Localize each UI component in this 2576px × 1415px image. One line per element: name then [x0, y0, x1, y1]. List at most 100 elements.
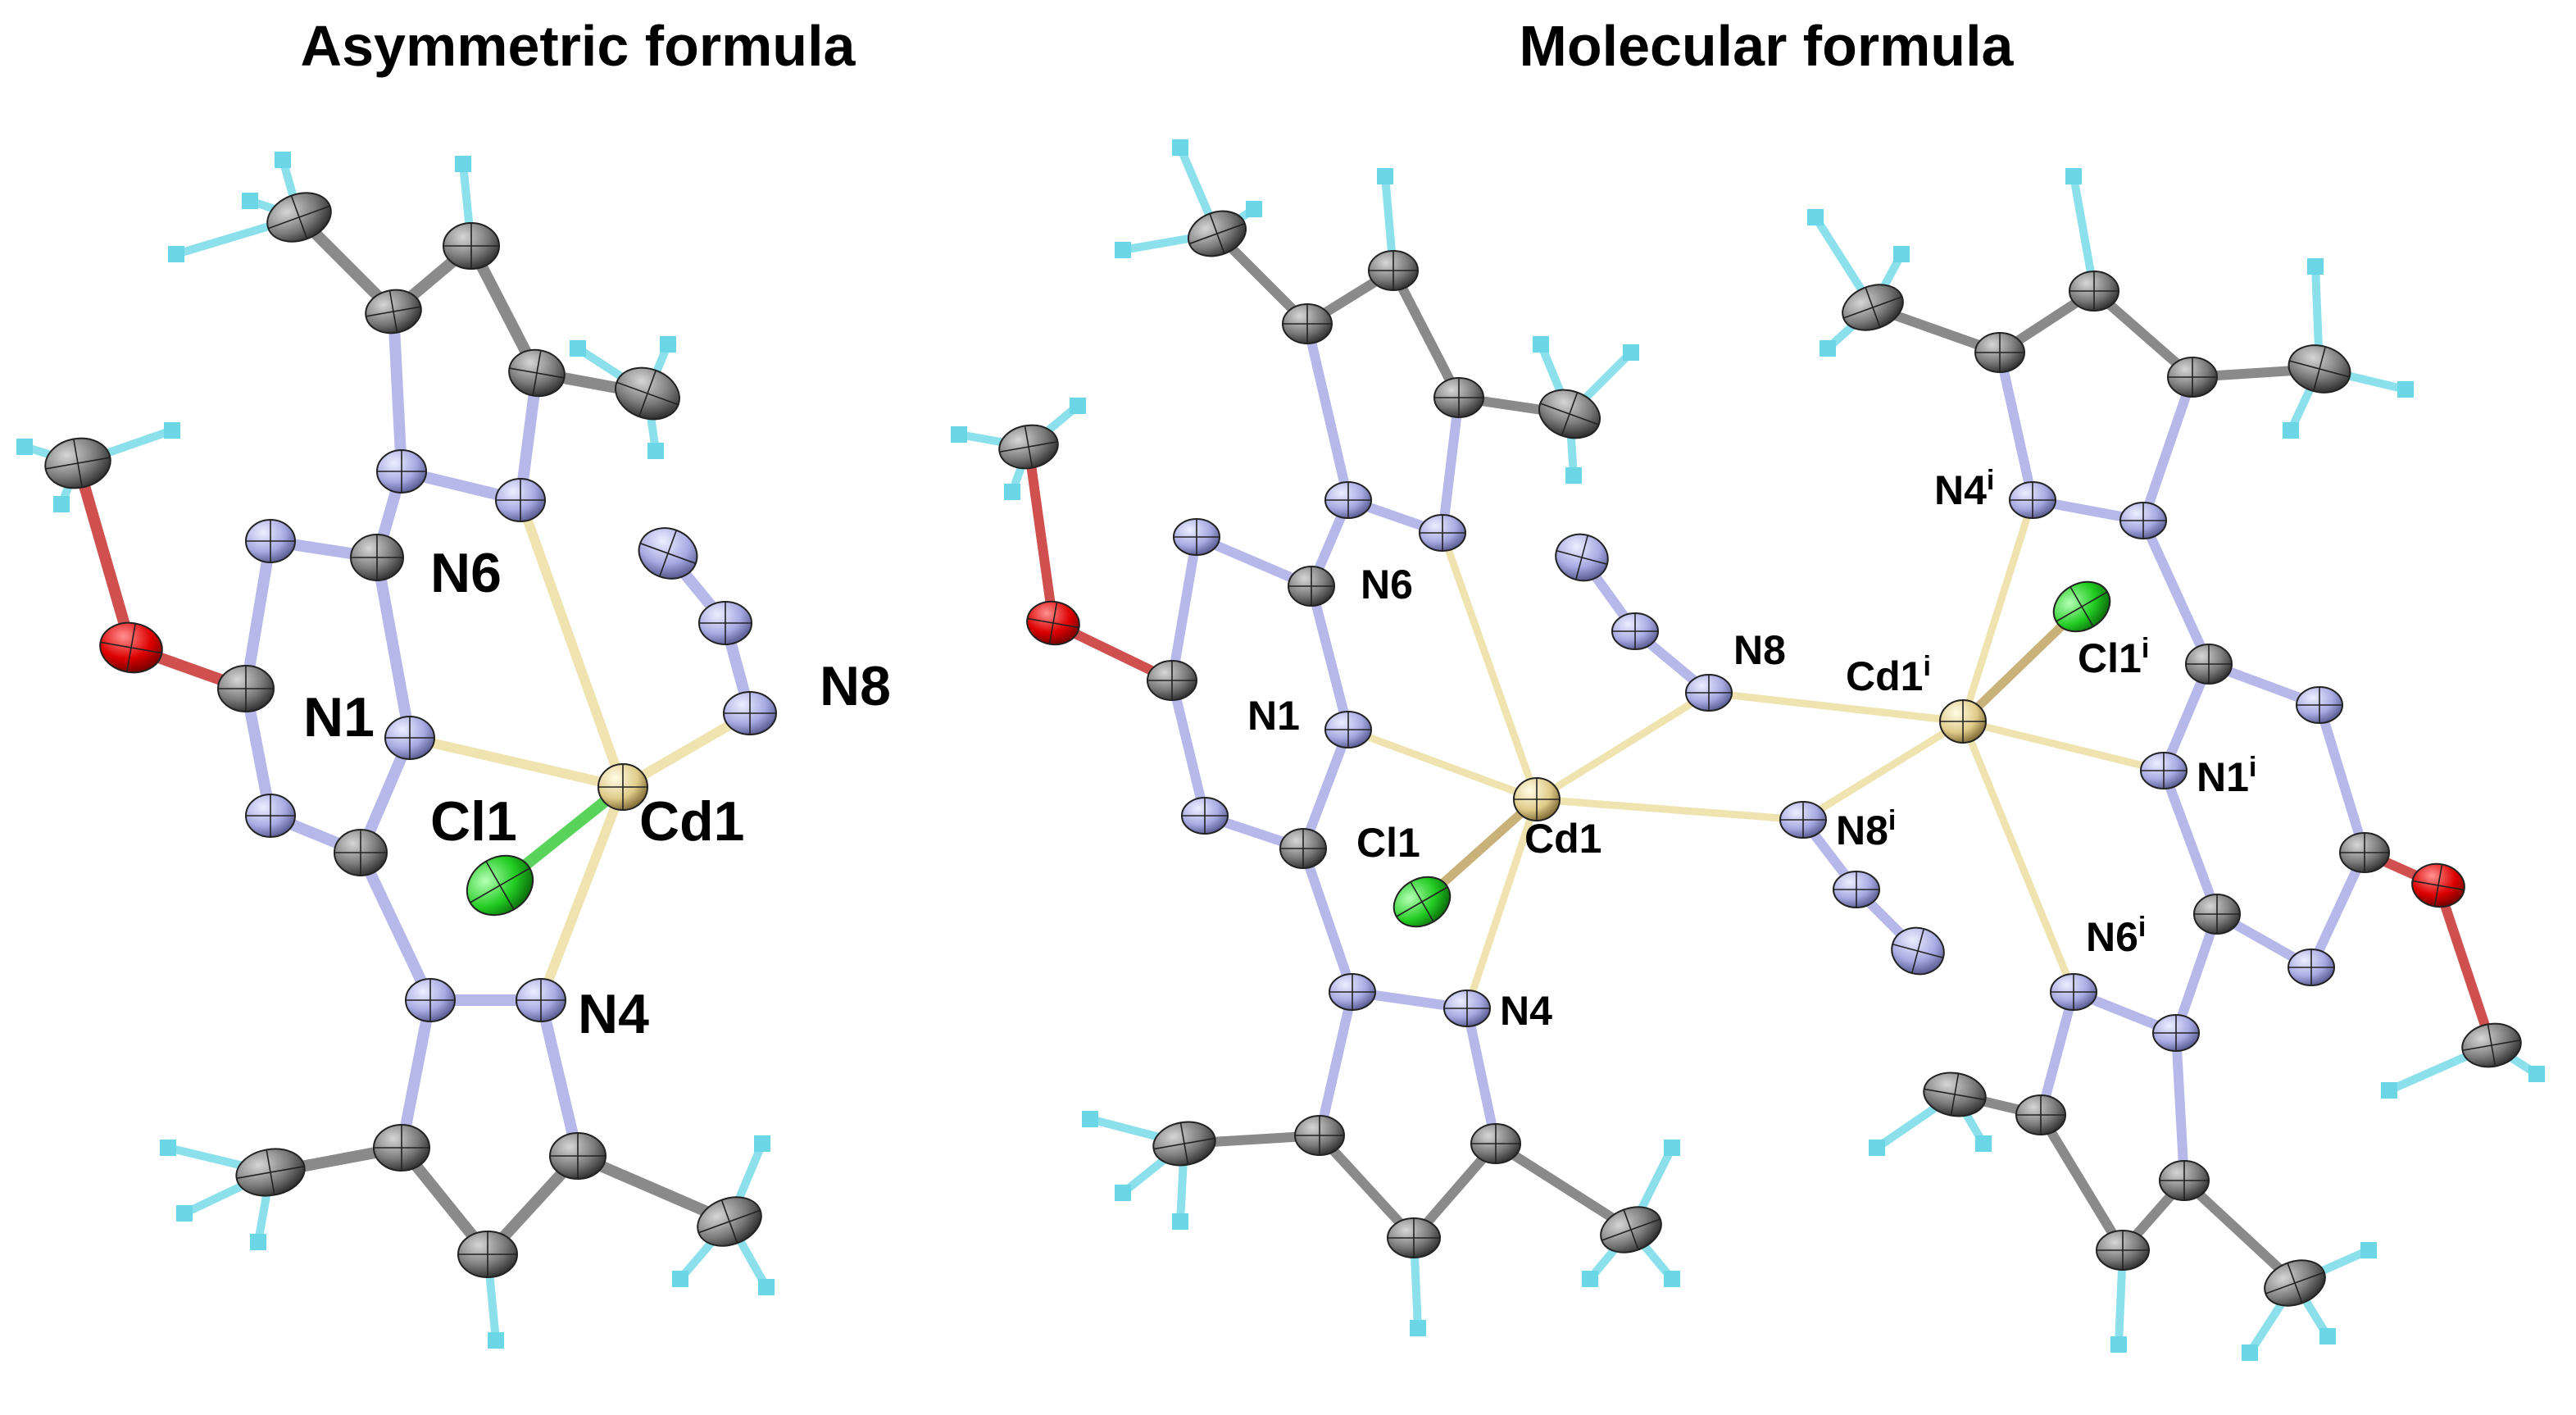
- atom-h: [2307, 258, 2324, 275]
- ellipsoid-axes: [2160, 1161, 2209, 1200]
- atom-h: [660, 336, 676, 353]
- ellipsoid-axes: [1153, 1122, 1215, 1165]
- label-n8i: N8i: [1836, 805, 1896, 853]
- atom-h: [1623, 344, 1639, 361]
- atom-h: [2319, 1328, 2336, 1344]
- atom-h: [250, 1234, 266, 1250]
- atom-h: [1246, 201, 1262, 217]
- atom-h: [2381, 1082, 2397, 1099]
- atom-h: [758, 1279, 775, 1295]
- ellipsoid-axes: [2069, 271, 2119, 311]
- bond: [535, 994, 584, 1162]
- label-n8i-main: N8: [1836, 808, 1888, 853]
- ellipsoid-axes: [1182, 798, 1228, 834]
- coordination-bond: [536, 782, 628, 1005]
- bond: [2159, 766, 2222, 919]
- atom-h: [160, 1140, 176, 1156]
- ellipsoid-axes: [698, 1199, 761, 1244]
- atom-h: [1377, 168, 1393, 184]
- label-cd1i-sup: i: [1923, 651, 1930, 682]
- ellipsoid-axes: [2141, 753, 2187, 789]
- coordination-bond: [516, 495, 628, 792]
- bond: [1167, 532, 1202, 685]
- ellipsoid-axes: [1283, 304, 1332, 344]
- bond: [388, 306, 407, 477]
- ellipsoid-axes: [1295, 1116, 1344, 1155]
- atom-h: [951, 426, 967, 443]
- label-cd1: Cd1: [1524, 816, 1601, 862]
- ellipsoid-axes: [385, 717, 434, 759]
- atom-h: [1820, 340, 1836, 357]
- atom-h: [1807, 209, 1824, 225]
- ellipsoid-axes: [1434, 378, 1483, 417]
- ellipsoid-axes: [236, 1149, 305, 1195]
- atom-h: [2242, 1344, 2258, 1361]
- bond: [72, 457, 137, 653]
- ellipsoid-axes: [1420, 515, 1465, 551]
- ellipsoid-axes: [1833, 871, 1879, 908]
- label-n1i-sup: i: [2249, 752, 2256, 783]
- ellipsoid-axes: [2412, 864, 2465, 907]
- label-n4i-sup: i: [1987, 465, 1994, 496]
- label-n8i-sup: i: [1888, 805, 1896, 836]
- ellipsoid-axes: [1514, 778, 1560, 821]
- bond: [2036, 987, 2079, 1120]
- bond: [240, 535, 276, 694]
- ellipsoid-axes: [100, 623, 162, 672]
- ellipsoid-axes: [2194, 894, 2240, 934]
- atom-h: [1582, 1271, 1598, 1287]
- ellipsoid-axes: [2265, 1263, 2324, 1304]
- atom-h: [570, 340, 586, 357]
- ellipsoid-axes: [2010, 482, 2056, 518]
- ellipsoid-axes: [516, 979, 566, 1021]
- atom-h: [672, 1271, 688, 1287]
- atom-h: [1869, 1140, 1885, 1156]
- ellipsoid-axes: [2051, 974, 2097, 1010]
- ellipsoid-axes: [1329, 974, 1375, 1010]
- atom-h: [53, 496, 70, 512]
- ellipsoid-axes: [1975, 333, 2024, 372]
- coordination-bond: [1799, 717, 1967, 824]
- ellipsoid-axes: [2120, 503, 2166, 539]
- atom-h: [1410, 1320, 1426, 1336]
- label-cl1i-sup: i: [2142, 633, 2149, 664]
- ellipsoid-axes: [334, 830, 387, 876]
- ellipsoid-axes: [509, 350, 565, 396]
- atom-h: [168, 246, 184, 262]
- atom-h: [2110, 1336, 2127, 1353]
- bond: [1024, 442, 1058, 628]
- bond: [1388, 266, 1464, 403]
- label-n4: N4: [1500, 988, 1552, 1034]
- ellipsoid-axes: [246, 520, 295, 562]
- ellipsoid-axes: [351, 535, 403, 580]
- atom-h: [1070, 398, 1086, 414]
- atom-h: [242, 193, 258, 209]
- label-n1i-main: N1: [2197, 754, 2249, 800]
- label-n6: N6: [1361, 562, 1413, 607]
- atom-h: [1565, 467, 1582, 484]
- ellipsoid-axes: [1396, 881, 1448, 922]
- bond: [1167, 676, 1210, 821]
- atom-h: [176, 1205, 193, 1222]
- ellipsoid-axes: [1444, 990, 1490, 1026]
- coordination-bond: [405, 733, 628, 792]
- ellipsoid-axes: [2097, 1231, 2149, 1270]
- coordination-bond: [1959, 717, 2078, 996]
- coordination-bond: [1438, 529, 1541, 803]
- bond: [1315, 987, 1357, 1140]
- ellipsoid-axes: [1924, 1073, 1986, 1116]
- label-cl1i-main: Cl1: [2078, 635, 2142, 681]
- ellipsoid-axes: [616, 370, 679, 417]
- ellipsoid-axes: [1388, 1218, 1440, 1258]
- label-cl1: Cl1: [1356, 820, 1420, 866]
- coordination-bond: [1533, 689, 1713, 803]
- ellipsoid-axes: [639, 530, 697, 577]
- left-panel-labels: N6 N8 N1 Cl1 Cd1 N4: [303, 542, 891, 1045]
- coordination-bond: [1959, 717, 2168, 775]
- bond: [2171, 1028, 2189, 1185]
- ellipsoid-axes: [458, 1231, 517, 1277]
- ellipsoid-axes: [374, 1125, 429, 1171]
- atom-h: [1082, 1111, 1098, 1127]
- atom-h: [647, 443, 664, 459]
